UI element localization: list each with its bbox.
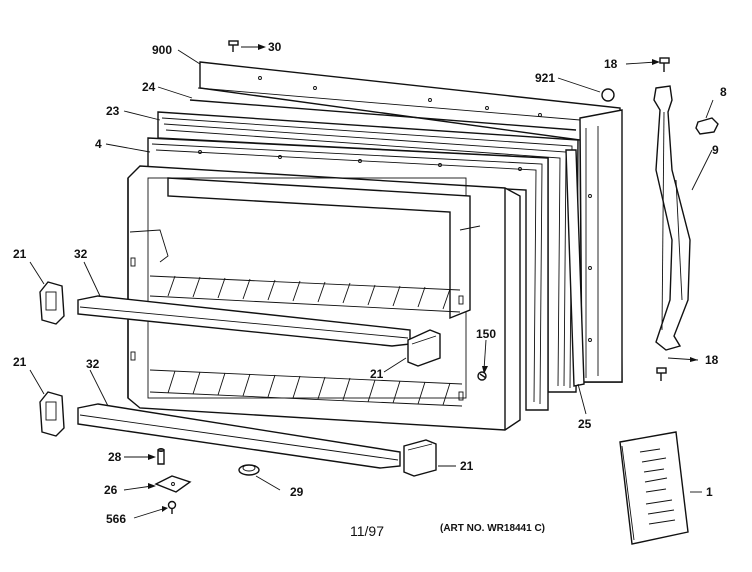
label-18-bottom: 18 xyxy=(705,353,719,367)
side-strip xyxy=(565,149,585,387)
outer-door-panel xyxy=(197,61,623,383)
door-handle xyxy=(653,85,691,351)
screw-18-bottom xyxy=(656,367,667,381)
label-900: 900 xyxy=(152,43,172,57)
owner-manual-booklet xyxy=(619,431,689,545)
label-18-top: 18 xyxy=(604,57,618,71)
lower-shelf-bar xyxy=(77,403,401,469)
part-labels: 900 30 24 23 4 921 18 8 9 21 32 21 32 15… xyxy=(13,40,727,526)
leader-arrows xyxy=(148,44,698,512)
label-28: 28 xyxy=(108,450,122,464)
label-32-lower: 32 xyxy=(86,357,100,371)
label-26: 26 xyxy=(104,483,118,497)
label-9: 9 xyxy=(712,143,719,157)
label-21-lower-left: 21 xyxy=(13,355,27,369)
handle-clip-8 xyxy=(695,117,719,135)
lower-shelf-ridges xyxy=(149,369,463,407)
screw-566 xyxy=(167,500,177,514)
label-1: 1 xyxy=(706,485,713,499)
upper-shelf-ridges xyxy=(149,275,461,313)
label-32-upper: 32 xyxy=(74,247,88,261)
end-cap-upper-right xyxy=(407,329,441,367)
plug-921 xyxy=(601,88,615,102)
leader-lines xyxy=(29,46,714,519)
pin-28 xyxy=(157,448,165,465)
label-29: 29 xyxy=(290,485,304,499)
label-24: 24 xyxy=(142,80,156,94)
label-30: 30 xyxy=(268,40,282,54)
label-21-lower-right: 21 xyxy=(460,459,474,473)
label-21-upper-left: 21 xyxy=(13,247,27,261)
label-4: 4 xyxy=(95,137,102,151)
plug-29 xyxy=(238,464,260,476)
footer-date: 11/97 xyxy=(350,523,384,539)
label-25: 25 xyxy=(578,417,592,431)
label-150: 150 xyxy=(476,327,496,341)
label-23: 23 xyxy=(106,104,120,118)
end-cap-lower-right xyxy=(403,439,437,477)
end-cap-upper-left xyxy=(39,281,65,325)
screw-18-top xyxy=(659,57,670,72)
footer-art-number: (ART NO. WR18441 C) xyxy=(440,523,545,534)
label-566: 566 xyxy=(106,512,126,526)
screw-30 xyxy=(228,40,239,52)
label-921: 921 xyxy=(535,71,555,85)
label-8: 8 xyxy=(720,85,727,99)
end-cap-lower-left xyxy=(39,391,65,437)
bracket-26 xyxy=(154,475,192,493)
door-liner-tub xyxy=(127,165,521,431)
label-21-upper-right: 21 xyxy=(370,367,384,381)
screw-150 xyxy=(477,371,487,381)
